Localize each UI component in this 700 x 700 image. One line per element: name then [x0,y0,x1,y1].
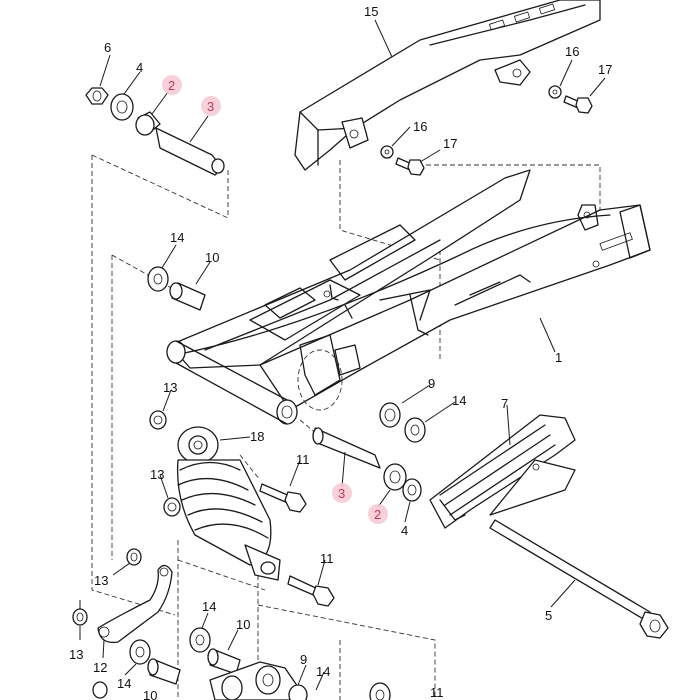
callout-11: 11 [320,551,334,566]
callout-3: 3 [338,486,345,501]
part-12-connecting-rod [97,564,173,644]
callout-2: 2 [168,78,175,93]
callout-16: 16 [413,119,427,134]
callout-11: 11 [296,452,310,467]
chain-case-fasteners [380,85,593,176]
callout-14: 14 [452,393,466,408]
callout-7: 7 [501,396,508,411]
part-15-chain-case [294,0,601,171]
bolts-11 [259,483,335,607]
lower-pivot-hardware [312,402,426,502]
callout-13: 13 [94,573,108,588]
part-18-shock-absorber [176,426,281,581]
callout-10: 10 [143,688,157,700]
callout-4: 4 [401,523,408,538]
highlight-marker-2-bottom [368,504,388,524]
callout-14: 14 [117,676,131,691]
callout-2: 2 [374,507,381,522]
callout-17: 17 [443,136,457,151]
upper-pivot-hardware [85,87,225,176]
callout-13: 13 [150,467,164,482]
callout-12: 12 [93,660,107,675]
part-1-swingarm [166,169,651,425]
highlight-marker-3-bottom [332,483,352,503]
callout-11: 11 [430,685,444,700]
highlight-marker-2-top [162,75,182,95]
part-5-pivot-shaft [489,519,669,639]
callout-9: 9 [300,652,307,667]
callout-labels: 15 16 17 16 17 6 4 2 3 14 10 1 13 18 11 … [69,4,612,700]
callout-5: 5 [545,608,552,623]
callout-10: 10 [236,617,250,632]
collars-13 [72,410,181,699]
callout-17: 17 [598,62,612,77]
callout-4: 4 [136,60,143,75]
callout-14: 14 [202,599,216,614]
callout-15: 15 [364,4,378,19]
callout-13: 13 [163,380,177,395]
callout-1: 1 [555,350,562,365]
highlight-markers [162,75,388,524]
callout-13: 13 [69,647,83,662]
callout-9: 9 [428,376,435,391]
upper-collar-bushing [147,266,206,311]
leader-lines [79,19,606,691]
callout-18: 18 [250,429,264,444]
highlight-marker-3-top [201,96,221,116]
callout-16: 16 [565,44,579,59]
callout-6: 6 [104,40,111,55]
part-7-chain-guide [429,414,576,529]
lower-linkage-bushings [129,627,391,700]
callout-14: 14 [316,664,330,679]
callout-14: 14 [170,230,184,245]
callout-10: 10 [205,250,219,265]
callout-3: 3 [207,99,214,114]
